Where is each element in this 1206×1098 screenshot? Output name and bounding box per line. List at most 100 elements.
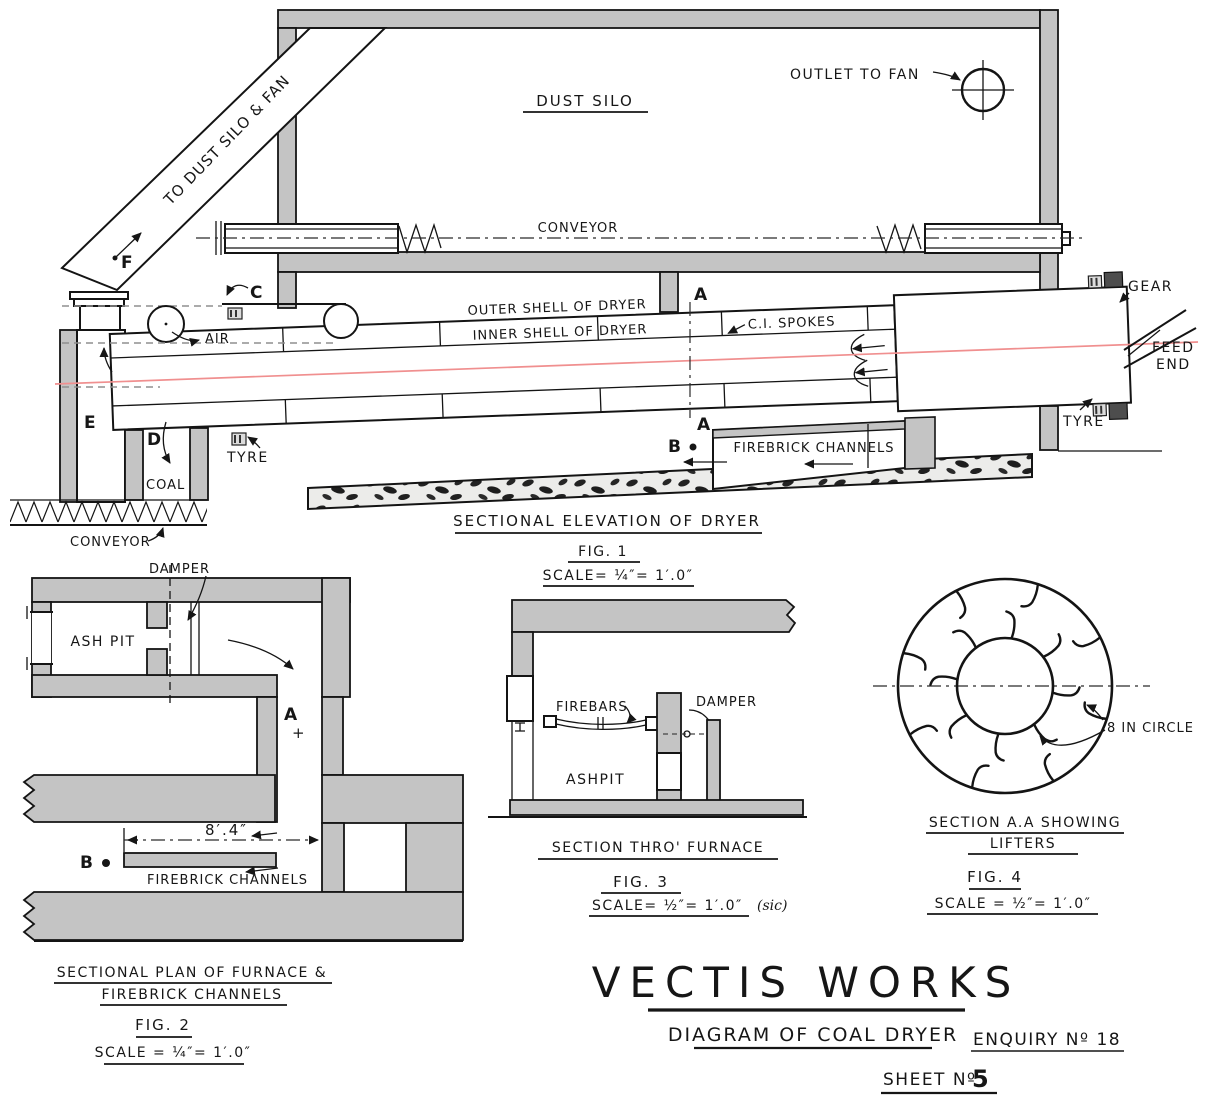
inner-shell-label: INNER SHELL OF DRYER xyxy=(472,322,647,343)
fig2-plus-mark: + xyxy=(292,724,307,742)
fig2-firebrick-label: FIREBRICK CHANNELS xyxy=(147,873,308,888)
dim-text: 8′.4″ xyxy=(205,821,248,839)
chute-duct xyxy=(79,305,121,331)
fig2-b-letter: B xyxy=(80,853,94,873)
title-block: VECTIS WORKS DIAGRAM OF COAL DRYER ENQUI… xyxy=(592,958,1124,1095)
firebars-assembly xyxy=(543,715,659,731)
fig2-b-dot xyxy=(102,859,110,867)
fig4-title-1: SECTION A.A SHOWING xyxy=(929,815,1121,831)
f-arrow xyxy=(115,232,142,258)
dryer-room-column-mid xyxy=(659,271,679,313)
f-letter: F xyxy=(121,253,134,273)
feed-end-tyre-bottom xyxy=(1092,402,1108,417)
diagram-subtitle: DIAGRAM OF COAL DRYER xyxy=(668,1024,958,1046)
dust-silo-label: DUST SILO xyxy=(536,92,634,110)
silo-top-wall xyxy=(277,9,1041,29)
c-arrow xyxy=(226,284,249,296)
fig1-scale: SCALE= ¼″= 1′.0″ xyxy=(543,568,694,584)
firebrick-box-elevation: FIREBRICK CHANNELS xyxy=(683,416,936,491)
gear-block xyxy=(1103,271,1124,289)
feed-end-label-2: END xyxy=(1156,357,1191,373)
gear-label: GEAR xyxy=(1128,279,1173,295)
fig4-scale: SCALE = ½″= 1′.0″ xyxy=(935,896,1092,912)
fig3-top-slab xyxy=(511,599,797,633)
left-tyre-bottom xyxy=(231,432,247,446)
dryer-room-column-left xyxy=(277,271,297,309)
fig2-wall-top xyxy=(31,577,351,603)
section-a-top: A xyxy=(694,285,708,305)
d-letter: D xyxy=(147,430,162,450)
dryer-centerline-red xyxy=(54,341,1199,385)
fig3-sic-note: (sic) xyxy=(757,898,787,914)
firebars-arrow xyxy=(624,705,637,724)
silo-floor-band xyxy=(277,251,1041,273)
tyre-left-label: TYRE xyxy=(226,450,269,466)
fig3-left-wall xyxy=(511,631,534,679)
f-arrow-dot xyxy=(112,255,118,261)
tyre-right-label: TYRE xyxy=(1062,414,1105,430)
firebrick-bar xyxy=(123,852,277,868)
air-arrow xyxy=(171,331,200,347)
fig1-number: FIG. 1 xyxy=(578,544,628,560)
silo-right-wall-lower xyxy=(1039,405,1059,451)
works-title: VECTIS WORKS xyxy=(592,958,1021,1007)
firebrick-channels-label-fig1: FIREBRICK CHANNELS xyxy=(734,441,895,456)
fig3-number: FIG. 3 xyxy=(613,873,669,891)
fig2-band-left xyxy=(22,774,276,823)
lifter-arrow-inner xyxy=(1039,729,1106,746)
bottom-conveyor: CONVEYOR xyxy=(10,499,207,550)
eight-in-circle-label: 8 IN CIRCLE xyxy=(1107,721,1194,736)
fig3-damper-label: DAMPER xyxy=(696,695,757,710)
fig2-scale: SCALE = ¼″= 1′.0″ xyxy=(95,1045,252,1061)
coal-arrow xyxy=(161,421,171,464)
damper-block-top xyxy=(146,601,168,629)
fig3-section-furnace: FIREBARS DAMPER ASHPIT SECTION THRO' FUR… xyxy=(488,599,807,917)
coal-shaft-column-left xyxy=(124,429,144,501)
chute-label: TO DUST SILO & FAN xyxy=(160,71,294,209)
fig4-inner-circle xyxy=(955,636,1055,736)
shell-section-dividers xyxy=(282,306,872,424)
ashpit-flange-opening xyxy=(32,612,51,664)
enquiry-number: ENQUIRY Nº 18 xyxy=(973,1030,1121,1050)
fig3-ibeam-mark xyxy=(515,722,525,732)
left-roller-circle-2 xyxy=(323,303,359,339)
coal-shaft-column-right xyxy=(189,427,209,501)
fig1-sectional-elevation: TO DUST SILO & FAN F DUST SILO OUTLET TO… xyxy=(10,9,1199,587)
e-letter: E xyxy=(84,413,97,433)
feed-chute-line-2 xyxy=(1123,327,1197,369)
conveyor-bottom-arrow xyxy=(147,527,165,542)
top-conveyor: CONVEYOR xyxy=(196,221,1086,255)
fig2-mass-left xyxy=(321,822,345,893)
fig2-mass-right xyxy=(405,822,464,893)
conveyor-top-label: CONVEYOR xyxy=(538,221,619,236)
fig4-outer-circle xyxy=(896,577,1114,795)
fig1-title: SECTIONAL ELEVATION OF DRYER xyxy=(453,512,761,530)
air-label: AIR xyxy=(205,332,230,347)
dim-extra-arrow xyxy=(251,830,278,840)
fig3-pillar-gap xyxy=(656,752,682,791)
conveyor-bottom-label: CONVEYOR xyxy=(70,535,151,550)
fig2-a-letter: A xyxy=(284,705,298,725)
roller-center-dot xyxy=(164,322,168,326)
outer-shell-label: OUTER SHELL OF DRYER xyxy=(467,297,647,319)
section-b-dot xyxy=(689,443,697,451)
feed-end-label-1: FEED xyxy=(1152,340,1195,356)
outlet-to-fan-label: OUTLET TO FAN xyxy=(790,67,920,83)
fig2-damper-arrow xyxy=(187,575,207,621)
fig2-sectional-plan: DAMPER ASH PIT A + 8′.4″ B FIREBRICK CHA… xyxy=(22,562,464,1065)
tyre-left-arrow xyxy=(247,436,261,449)
lifter-arrow-outer xyxy=(1086,704,1104,721)
feed-end-tyre-top xyxy=(1087,275,1103,289)
fig2-firebrick-arrow xyxy=(245,866,279,876)
c-letter: C xyxy=(250,283,263,303)
inner-lifters xyxy=(929,610,1081,762)
ci-spokes-hooks xyxy=(850,333,888,387)
feed-chute-cross xyxy=(1127,329,1161,357)
fig2-wall-bottom xyxy=(31,674,278,698)
chute-flange-bottom xyxy=(73,298,125,307)
dust-chute xyxy=(60,27,388,292)
ash-pit-label: ASH PIT xyxy=(70,634,135,650)
ci-spokes-arrow xyxy=(727,324,746,334)
